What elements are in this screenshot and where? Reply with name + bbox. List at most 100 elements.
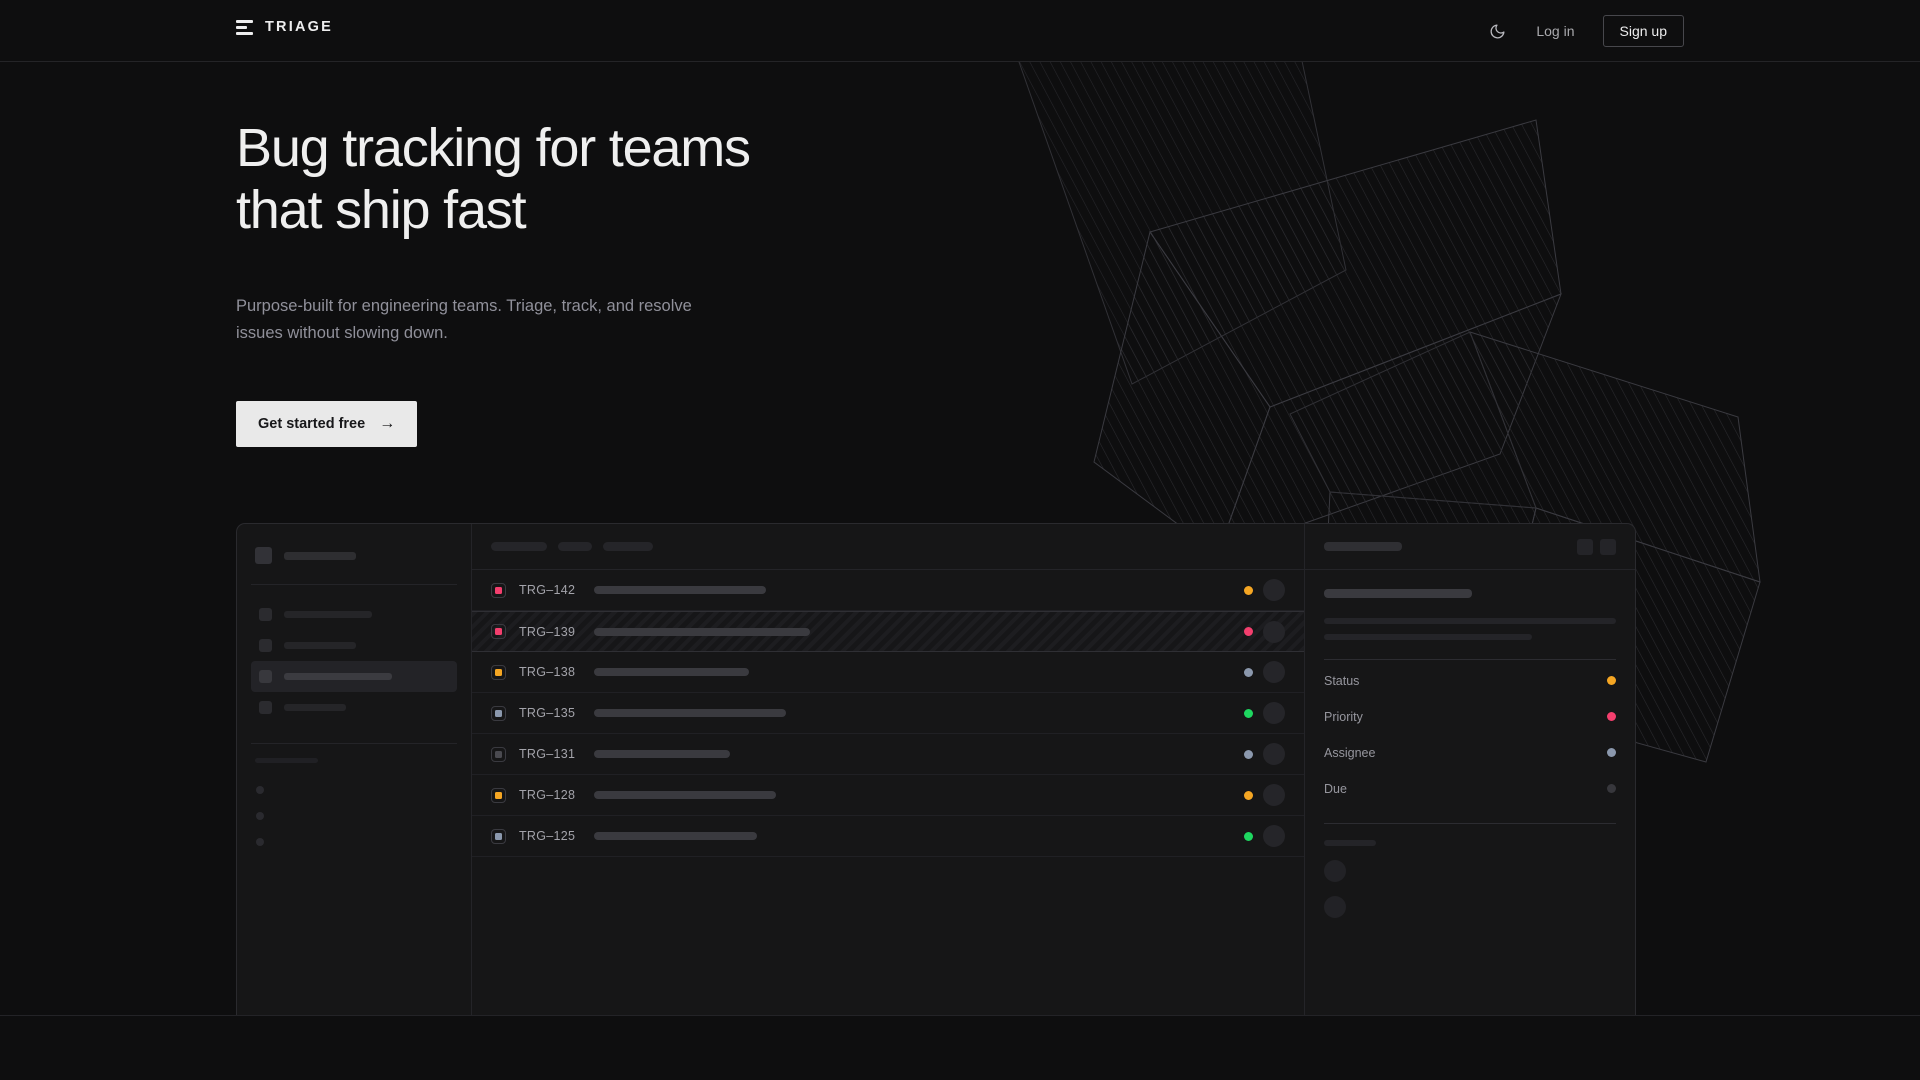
brand-logo[interactable]: TRIAGE	[236, 19, 333, 35]
detail-title-placeholder	[1324, 542, 1402, 551]
mockup-sidebar	[237, 524, 472, 1016]
issue-row-meta	[1244, 579, 1285, 601]
sidebar-item-label-placeholder	[284, 642, 356, 649]
detail-avatar-2[interactable]	[1324, 896, 1346, 918]
get-started-button[interactable]: Get started free →	[236, 400, 418, 447]
filter-chip-2[interactable]	[558, 542, 592, 551]
priority-square-icon	[491, 705, 506, 721]
brand-name: TRIAGE	[265, 19, 333, 35]
detail-field-status[interactable]: Status	[1324, 665, 1616, 696]
status-badge	[1244, 790, 1253, 800]
status-badge	[1244, 585, 1253, 595]
sidebar-item-icon	[259, 608, 272, 621]
sidebar-mini-item-1[interactable]	[251, 777, 457, 803]
page-title: Bug tracking for teams that ship fast	[236, 118, 751, 241]
issue-id: TRG–128	[519, 788, 576, 802]
mockup-sidebar-sublist	[251, 777, 457, 855]
arrow-right-icon: →	[379, 414, 396, 432]
detail-action-1-button[interactable]	[1577, 538, 1593, 555]
detail-field-priority[interactable]: Priority	[1324, 701, 1616, 732]
issue-list-toolbar	[472, 524, 1304, 570]
priority-square-icon	[491, 664, 506, 680]
table-row[interactable]: TRG–125	[472, 816, 1304, 857]
table-row[interactable]: TRG–135	[472, 693, 1304, 734]
priority-square-icon	[491, 746, 506, 762]
sidebar-item-label-placeholder	[284, 704, 346, 711]
cta-label: Get started free	[258, 415, 366, 432]
detail-field-due[interactable]: Due	[1324, 773, 1616, 804]
table-row[interactable]: TRG–128	[472, 775, 1304, 816]
issue-id: TRG–142	[519, 583, 576, 597]
detail-divider-1	[1324, 659, 1616, 660]
sidebar-item-nav-item-1[interactable]	[251, 599, 457, 630]
sidebar-mini-item-3[interactable]	[251, 829, 457, 855]
priority-square-icon	[491, 582, 506, 598]
detail-field-label: Assignee	[1324, 745, 1376, 760]
sidebar-item-icon	[259, 701, 272, 714]
site-header: TRIAGE Log in Sign up	[0, 0, 1920, 62]
avatar[interactable]	[1263, 579, 1285, 601]
table-row[interactable]: TRG–142	[472, 570, 1304, 611]
header-nav: Log in Sign up	[1486, 0, 1684, 62]
priority-square-icon	[491, 624, 506, 639]
filter-chip-3[interactable]	[603, 542, 653, 551]
sidebar-section-label	[255, 758, 318, 763]
avatar[interactable]	[1263, 620, 1285, 643]
detail-issue-title-placeholder	[1324, 589, 1472, 598]
mockup-sidebar-workspace[interactable]	[251, 540, 457, 564]
detail-action-2-button[interactable]	[1600, 538, 1616, 555]
avatar[interactable]	[1263, 825, 1285, 847]
issue-id: TRG–125	[519, 829, 576, 843]
issue-title-placeholder	[594, 832, 757, 840]
avatar[interactable]	[1263, 743, 1285, 765]
issue-row-meta	[1244, 825, 1285, 847]
signup-button[interactable]: Sign up	[1602, 15, 1684, 47]
detail-activity-label	[1324, 840, 1376, 846]
sidebar-item-nav-item-3[interactable]	[251, 661, 457, 692]
issue-title-placeholder	[594, 750, 730, 758]
avatar[interactable]	[1263, 784, 1285, 806]
issue-row-meta	[1244, 702, 1285, 724]
sidebar-item-icon	[259, 639, 272, 652]
table-row[interactable]: TRG–138	[472, 652, 1304, 693]
detail-field-assignee[interactable]: Assignee	[1324, 737, 1616, 768]
sidebar-mini-dot-icon	[256, 812, 264, 820]
detail-field-label: Priority	[1324, 709, 1363, 724]
status-badge	[1244, 831, 1253, 841]
detail-avatar-1[interactable]	[1324, 860, 1346, 882]
table-row[interactable]: TRG–139	[472, 611, 1304, 652]
sidebar-divider-top	[251, 584, 457, 585]
filter-chip-1[interactable]	[491, 542, 547, 551]
login-link[interactable]: Log in	[1536, 23, 1575, 39]
status-badge	[1244, 627, 1253, 636]
issue-title-placeholder	[594, 791, 776, 799]
issue-row-meta	[1244, 743, 1285, 765]
avatar[interactable]	[1263, 702, 1285, 724]
issue-row-meta	[1244, 620, 1285, 643]
detail-field-label: Status	[1324, 673, 1360, 688]
detail-field-value-dot	[1607, 784, 1616, 793]
avatar[interactable]	[1263, 661, 1285, 683]
status-badge	[1244, 708, 1253, 718]
sidebar-item-nav-item-4[interactable]	[251, 692, 457, 723]
detail-field-label: Due	[1324, 781, 1347, 796]
issue-row-meta	[1244, 661, 1285, 683]
sidebar-item-label-placeholder	[284, 673, 392, 680]
table-row[interactable]: TRG–131	[472, 734, 1304, 775]
sidebar-mini-item-2[interactable]	[251, 803, 457, 829]
priority-square-icon	[491, 787, 506, 803]
detail-field-value-dot	[1607, 748, 1616, 757]
sidebar-item-nav-item-2[interactable]	[251, 630, 457, 661]
issue-row-meta	[1244, 784, 1285, 806]
priority-square-icon	[491, 828, 506, 844]
moon-icon[interactable]	[1486, 20, 1508, 42]
issue-id: TRG–135	[519, 706, 576, 720]
issue-id: TRG–138	[519, 665, 576, 679]
detail-field-value-dot	[1607, 676, 1616, 685]
detail-description-placeholder	[1324, 618, 1616, 640]
